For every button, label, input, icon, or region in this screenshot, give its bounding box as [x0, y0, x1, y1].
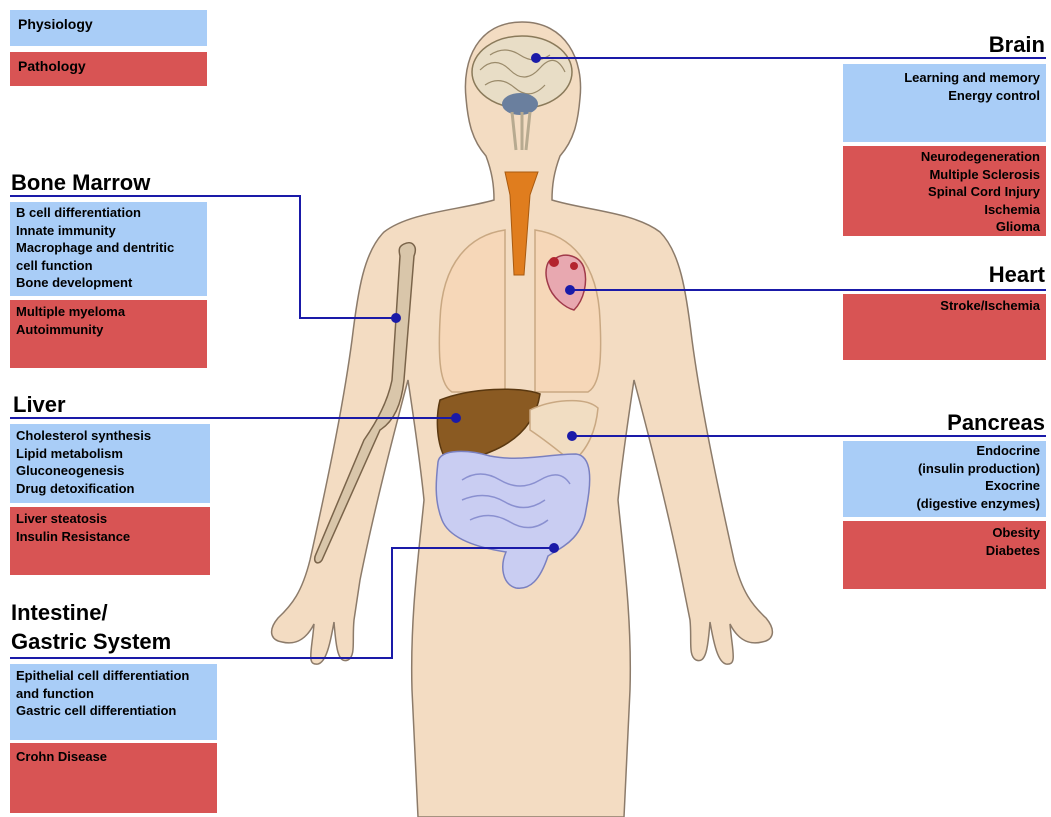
brain-physiology-item: Learning and memory — [849, 69, 1040, 87]
intestine-pathology-item: Crohn Disease — [16, 748, 211, 766]
liver-physiology-box: Cholesterol synthesis Lipid metabolism G… — [10, 424, 210, 503]
brain-pathology-item: Ischemia — [849, 201, 1040, 219]
pancreas-pathology-box: Obesity Diabetes — [843, 521, 1046, 589]
brain-connector-dot — [531, 53, 541, 63]
bone-marrow-physiology-item: cell function — [16, 257, 201, 275]
heart-heading: Heart — [989, 262, 1045, 288]
liver-pathology-item: Insulin Resistance — [16, 528, 204, 546]
liver-physiology-item: Drug detoxification — [16, 480, 204, 498]
liver-pathology-item: Liver steatosis — [16, 510, 204, 528]
pancreas-physiology-box: Endocrine (insulin production) Exocrine … — [843, 441, 1046, 517]
bone-marrow-physiology-item: Bone development — [16, 274, 201, 292]
heart-pathology-item: Stroke/Ischemia — [849, 297, 1040, 315]
pancreas-pathology-item: Diabetes — [849, 542, 1040, 560]
heart-pathology-box: Stroke/Ischemia — [843, 294, 1046, 360]
liver-connector-dot — [451, 413, 461, 423]
brain-heading: Brain — [989, 32, 1045, 58]
pancreas-connector-dot — [567, 431, 577, 441]
intestine-physiology-item: Gastric cell differentiation — [16, 702, 211, 720]
liver-pathology-box: Liver steatosis Insulin Resistance — [10, 507, 210, 575]
bone-marrow-physiology-box: B cell differentiation Innate immunity M… — [10, 202, 207, 296]
brain-pathology-item: Glioma — [849, 218, 1040, 236]
bone-marrow-connector-dot — [391, 313, 401, 323]
brain-pathology-item: Spinal Cord Injury — [849, 183, 1040, 201]
pancreas-heading: Pancreas — [947, 410, 1045, 436]
pancreas-physiology-item: (insulin production) — [849, 460, 1040, 478]
liver-heading: Liver — [13, 392, 66, 418]
intestine-physiology-item: Epithelial cell differentiation — [16, 667, 211, 685]
brain-pathology-item: Multiple Sclerosis — [849, 166, 1040, 184]
brain-pathology-box: Neurodegeneration Multiple Sclerosis Spi… — [843, 146, 1046, 236]
bone-marrow-pathology-box: Multiple myeloma Autoimmunity — [10, 300, 207, 368]
legend-pathology: Pathology — [10, 52, 207, 86]
liver-physiology-item: Lipid metabolism — [16, 445, 204, 463]
bone-marrow-physiology-item: B cell differentiation — [16, 204, 201, 222]
brain-physiology-box: Learning and memory Energy control — [843, 64, 1046, 142]
legend-physiology: Physiology — [10, 10, 207, 46]
intestine-heading-line1: Intestine/ — [11, 600, 108, 626]
liver-physiology-item: Gluconeogenesis — [16, 462, 204, 480]
pancreas-physiology-item: (digestive enzymes) — [849, 495, 1040, 513]
intestine-heading-line2: Gastric System — [11, 629, 171, 655]
bone-marrow-pathology-item: Autoimmunity — [16, 321, 201, 339]
heart-connector-dot — [565, 285, 575, 295]
pancreas-pathology-item: Obesity — [849, 524, 1040, 542]
bone-marrow-heading: Bone Marrow — [11, 170, 150, 196]
bone-marrow-pathology-item: Multiple myeloma — [16, 303, 201, 321]
intestine-physiology-box: Epithelial cell differentiation and func… — [10, 664, 217, 740]
pancreas-physiology-item: Endocrine — [849, 442, 1040, 460]
intestine-pathology-box: Crohn Disease — [10, 743, 217, 813]
liver-physiology-item: Cholesterol synthesis — [16, 427, 204, 445]
brain-pathology-item: Neurodegeneration — [849, 148, 1040, 166]
brain-physiology-item: Energy control — [849, 87, 1040, 105]
pancreas-physiology-item: Exocrine — [849, 477, 1040, 495]
intestine-physiology-item: and function — [16, 685, 211, 703]
bone-marrow-physiology-item: Innate immunity — [16, 222, 201, 240]
bone-marrow-physiology-item: Macrophage and dentritic — [16, 239, 201, 257]
intestine-connector-dot — [549, 543, 559, 553]
